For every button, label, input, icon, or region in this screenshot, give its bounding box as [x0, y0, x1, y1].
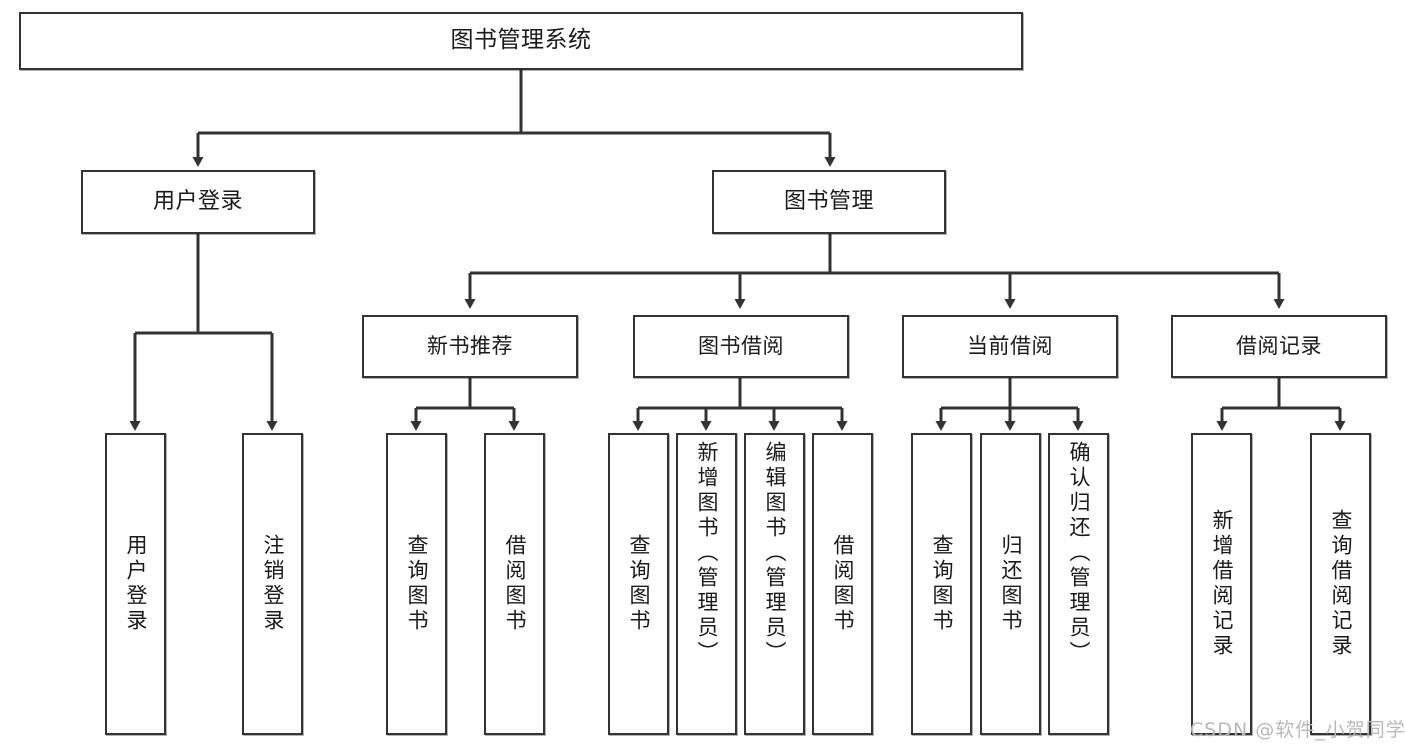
node-leaf-borrow-book-recommend[interactable]: 借阅图书	[484, 433, 545, 735]
watermark: CSDN @软件_小贺同学	[1190, 719, 1405, 741]
node-label: 当前借阅	[967, 334, 1053, 359]
node-current-borrow[interactable]: 当前借阅	[902, 315, 1118, 378]
node-label: 新增图书（管理员）	[695, 441, 719, 666]
node-leaf-user-login[interactable]: 用户登录	[105, 433, 166, 735]
node-leaf-query-borrow-record[interactable]: 查询借阅记录	[1310, 433, 1371, 735]
node-new-book-recommend[interactable]: 新书推荐	[362, 315, 578, 378]
node-label: 新书推荐	[427, 334, 513, 359]
node-label: 新增借阅记录	[1210, 509, 1234, 659]
node-book-management[interactable]: 图书管理	[712, 170, 946, 234]
node-borrow-record[interactable]: 借阅记录	[1171, 315, 1387, 378]
node-label: 用户登录	[124, 534, 148, 634]
node-root-system[interactable]: 图书管理系统	[19, 12, 1023, 70]
node-label: 借阅记录	[1236, 334, 1322, 359]
node-label: 查询图书	[930, 534, 954, 634]
node-leaf-confirm-return[interactable]: 确认归还（管理员）	[1048, 433, 1109, 735]
node-label: 借阅图书	[503, 534, 527, 634]
node-leaf-query-book-current[interactable]: 查询图书	[911, 433, 972, 735]
node-label: 借阅图书	[831, 534, 855, 634]
node-leaf-query-book-recommend[interactable]: 查询图书	[386, 433, 447, 735]
node-label: 注销登录	[261, 534, 285, 634]
node-label: 图书管理	[783, 189, 874, 215]
node-label: 用户登录	[152, 189, 243, 215]
node-book-borrow[interactable]: 图书借阅	[633, 315, 849, 378]
node-leaf-user-logout[interactable]: 注销登录	[242, 433, 303, 735]
node-leaf-edit-book[interactable]: 编辑图书（管理员）	[744, 433, 805, 735]
node-leaf-query-book-borrow[interactable]: 查询图书	[608, 433, 669, 735]
node-label: 图书借阅	[698, 334, 784, 359]
node-leaf-add-book[interactable]: 新增图书（管理员）	[676, 433, 737, 735]
node-label: 编辑图书（管理员）	[763, 441, 787, 666]
node-label: 查询图书	[405, 534, 429, 634]
node-label: 图书管理系统	[450, 27, 592, 54]
node-label: 查询借阅记录	[1329, 509, 1353, 659]
node-leaf-add-borrow-record[interactable]: 新增借阅记录	[1191, 433, 1252, 735]
node-user-login[interactable]: 用户登录	[81, 170, 315, 234]
node-leaf-return-book[interactable]: 归还图书	[980, 433, 1041, 735]
node-leaf-borrow-book[interactable]: 借阅图书	[812, 433, 873, 735]
node-label: 查询图书	[627, 534, 651, 634]
node-label: 确认归还（管理员）	[1067, 441, 1091, 666]
node-label: 归还图书	[999, 534, 1023, 634]
